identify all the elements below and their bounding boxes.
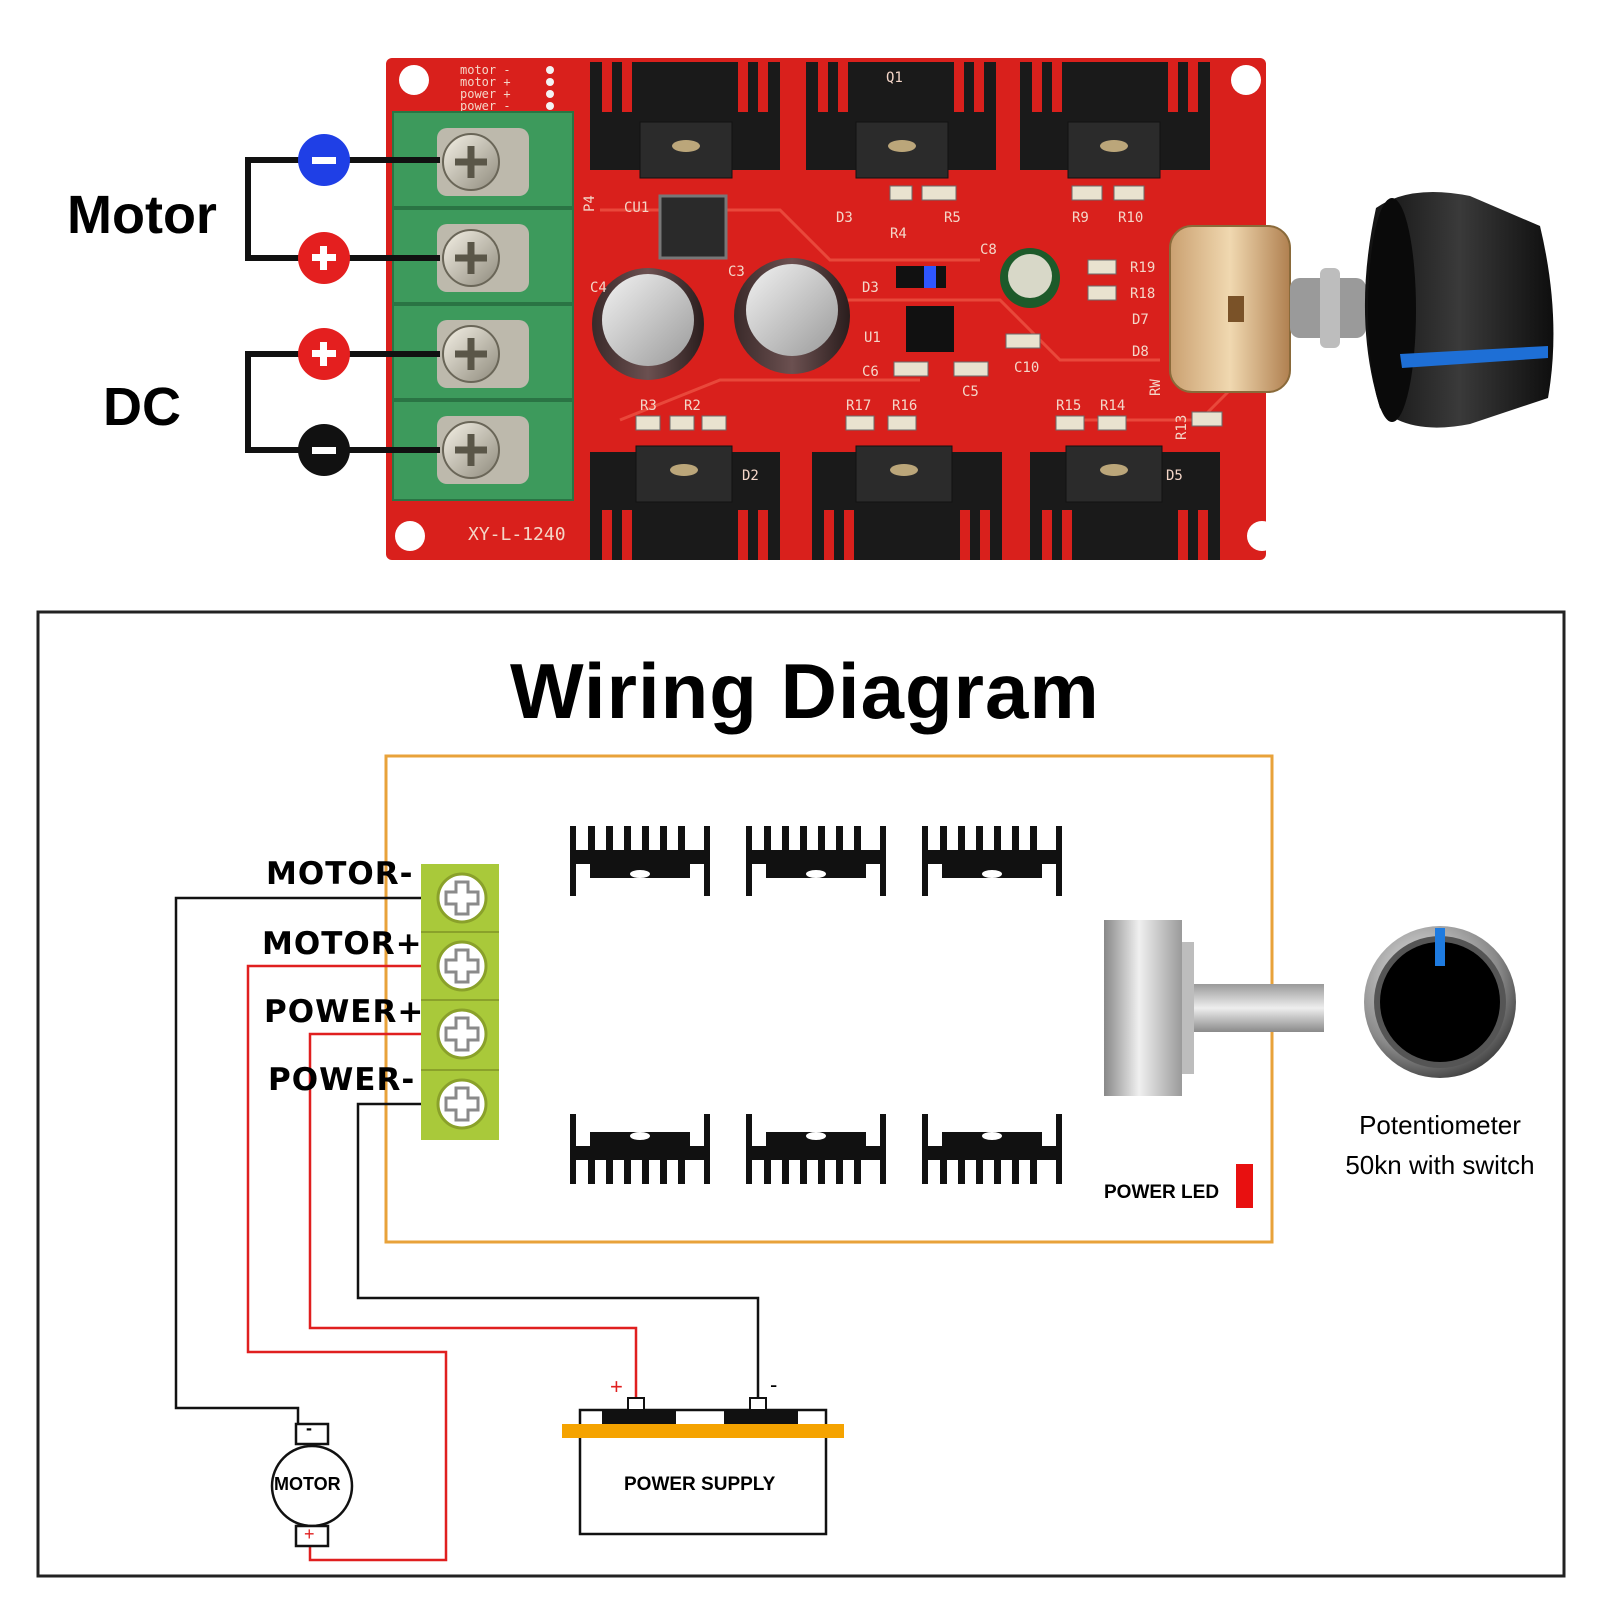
diagram-potentiometer xyxy=(1104,920,1324,1096)
screw-2 xyxy=(437,224,529,292)
power-supply-label: POWER SUPPLY xyxy=(624,1474,776,1495)
potentiometer-caption-line1: Potentiometer xyxy=(1359,1110,1521,1140)
capacitor-c4 xyxy=(592,268,704,380)
board-photo: motor - motor + power + power - xyxy=(245,58,1554,560)
board-knob xyxy=(1364,192,1554,428)
terminal-label-motor-plus: MOTOR+ xyxy=(262,926,423,962)
motor-minus-marker-icon xyxy=(298,134,350,186)
smd-components xyxy=(635,185,1223,431)
svg-text:R16: R16 xyxy=(892,398,917,414)
power-led xyxy=(1236,1164,1253,1208)
diagram-knob-icon xyxy=(1364,926,1516,1078)
heatsinks-bottom xyxy=(590,445,1220,560)
svg-text:P4: P4 xyxy=(582,195,598,212)
wire-power-plus xyxy=(308,1032,638,1398)
diagram-heatsinks-bottom xyxy=(570,1114,1062,1184)
motor-plus-sign: + xyxy=(304,1524,315,1544)
capacitor-c3 xyxy=(734,258,850,374)
svg-text:R9: R9 xyxy=(1072,210,1089,226)
heatsinks-top xyxy=(590,62,1210,179)
svg-text:C4: C4 xyxy=(590,280,607,296)
svg-text:CU1: CU1 xyxy=(624,200,649,216)
svg-text:R2: R2 xyxy=(684,398,701,414)
terminal-screw-icon xyxy=(436,1078,488,1130)
motor-plus-marker-icon xyxy=(298,232,350,284)
diagram-heatsinks-top xyxy=(570,826,1062,896)
photo-wiring xyxy=(245,157,440,453)
screw-3 xyxy=(437,320,529,388)
dc-plus-marker-icon xyxy=(298,328,350,380)
wire-power-minus xyxy=(356,1102,760,1398)
svg-text:R3: R3 xyxy=(640,398,657,414)
dc-minus-marker-icon xyxy=(298,424,350,476)
svg-text:R4: R4 xyxy=(890,226,907,242)
motor-symbol-icon xyxy=(270,1422,354,1548)
capacitor-c8 xyxy=(1000,248,1060,308)
svg-text:D7: D7 xyxy=(1132,312,1149,328)
pin-label-3: power - xyxy=(460,99,511,113)
wire-motor-minus xyxy=(174,896,421,1432)
wire-motor-plus xyxy=(246,964,448,1562)
pin-label-2: power + xyxy=(460,87,511,101)
power-supply-icon xyxy=(562,1397,844,1536)
pin-label-silkscreen: motor - motor + power + power - xyxy=(460,63,511,113)
power-supply-minus-sign: - xyxy=(770,1372,778,1397)
terminal-label-motor-minus: MOTOR- xyxy=(266,856,414,892)
svg-text:R15: R15 xyxy=(1056,398,1081,414)
motor-symbol-label: MOTOR xyxy=(274,1474,341,1494)
pin-label-0: motor - xyxy=(460,63,511,77)
power-led-label: POWER LED xyxy=(1104,1182,1220,1203)
svg-text:U1: U1 xyxy=(864,330,881,346)
svg-text:D8: D8 xyxy=(1132,344,1149,360)
mounting-holes xyxy=(395,65,1277,551)
svg-text:C5: C5 xyxy=(962,384,979,400)
ic-u1 xyxy=(906,306,954,352)
motor-minus-sign: - xyxy=(306,1418,312,1438)
terminal-screw-icon xyxy=(436,1008,488,1060)
silkscreen-labels: Q1 D3 R5 R4 R9 R10 P4 CU1 C3 C4 C8 D3 U1… xyxy=(582,70,1190,484)
svg-text:RW: RW xyxy=(1148,379,1164,396)
svg-text:C6: C6 xyxy=(862,364,879,380)
terminal-label-power-minus: POWER- xyxy=(268,1062,416,1098)
screw-1 xyxy=(437,128,529,196)
potentiometer-caption-line2: 50kn with switch xyxy=(1345,1150,1535,1180)
svg-text:R5: R5 xyxy=(944,210,961,226)
svg-text:D5: D5 xyxy=(1166,468,1183,484)
diagram-frame xyxy=(36,610,1566,1578)
svg-text:C8: C8 xyxy=(980,242,997,258)
terminal-screws xyxy=(437,128,529,484)
power-supply-plus-sign: + xyxy=(610,1374,623,1399)
svg-text:D3: D3 xyxy=(836,210,853,226)
svg-text:Q1: Q1 xyxy=(886,70,903,86)
svg-text:R18: R18 xyxy=(1130,286,1155,302)
svg-text:R13: R13 xyxy=(1174,415,1190,440)
diagram-title: Wiring Diagram xyxy=(510,647,1100,735)
svg-text:R17: R17 xyxy=(846,398,871,414)
board-potentiometer xyxy=(1169,225,1366,393)
dc-label: DC xyxy=(103,377,181,437)
terminal-screw-icon xyxy=(436,940,488,992)
svg-text:D2: D2 xyxy=(742,468,759,484)
terminal-label-power-plus: POWER+ xyxy=(264,994,425,1030)
svg-text:R19: R19 xyxy=(1130,260,1155,276)
svg-text:D3: D3 xyxy=(862,280,879,296)
regulator-chip xyxy=(658,194,728,260)
motor-label: Motor xyxy=(67,185,217,245)
board-model-label: XY-L-1240 xyxy=(468,524,566,545)
svg-text:R10: R10 xyxy=(1118,210,1143,226)
terminal-screw-icon xyxy=(436,872,488,924)
pin-label-1: motor + xyxy=(460,75,511,89)
svg-text:C10: C10 xyxy=(1014,360,1039,376)
svg-text:C3: C3 xyxy=(728,264,745,280)
svg-text:R14: R14 xyxy=(1100,398,1125,414)
screw-4 xyxy=(437,416,529,484)
